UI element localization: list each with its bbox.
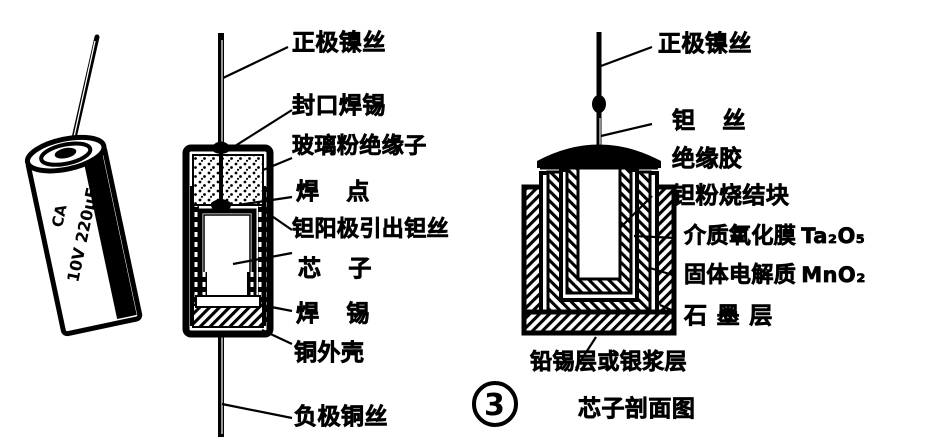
label-glass-powder-insulator: 玻璃粉绝缘子 <box>292 134 427 159</box>
figure-number: 3 <box>484 388 505 423</box>
capacitor-brand-marking: CA <box>48 203 70 229</box>
right-leader-lines <box>575 45 677 369</box>
right-core-cross-section <box>521 32 677 336</box>
label-graphite-layer: 石墨层 <box>684 303 782 329</box>
formula-mno2: MnO₂ <box>801 263 866 287</box>
label-insulating-glue: 绝缘胶 <box>672 146 743 172</box>
label-anode-nickel-wire-right: 正极镍丝 <box>658 31 752 57</box>
label-tantalum-wire: 钽 丝 <box>672 108 755 134</box>
label-solder: 焊 锡 <box>296 301 379 327</box>
label-weld-point: 焊 点 <box>296 179 379 205</box>
label-tantalum-powder-sintered-block: 钽粉烧结块 <box>672 183 790 209</box>
label-copper-case: 铜外壳 <box>294 340 365 366</box>
formula-ta2o5: Ta₂O₅ <box>801 224 866 248</box>
label-tantalum-anode-lead-wire: 钽阳极引出钽丝 <box>292 217 450 242</box>
middle-capacitor-cross-section <box>182 33 274 437</box>
figure-caption: 芯子剖面图 <box>578 396 696 422</box>
label-cathode-copper-wire: 负极铜丝 <box>294 404 388 430</box>
label-seal-solder: 封口焊锡 <box>292 93 386 119</box>
left-capacitor-illustration <box>24 34 143 337</box>
middle-leader-lines <box>221 46 293 420</box>
figure-number-ring <box>472 381 518 427</box>
label-lead-tin-or-silver-paste-layer: 铅锡层或银浆层 <box>530 350 688 375</box>
label-anode-nickel-wire-middle: 正极镍丝 <box>292 30 386 56</box>
label-core: 芯 子 <box>298 256 381 282</box>
label-dielectric-oxide-film-text: 介质氧化膜 <box>684 224 797 249</box>
label-solid-electrolyte-text: 固体电解质 <box>684 263 797 288</box>
